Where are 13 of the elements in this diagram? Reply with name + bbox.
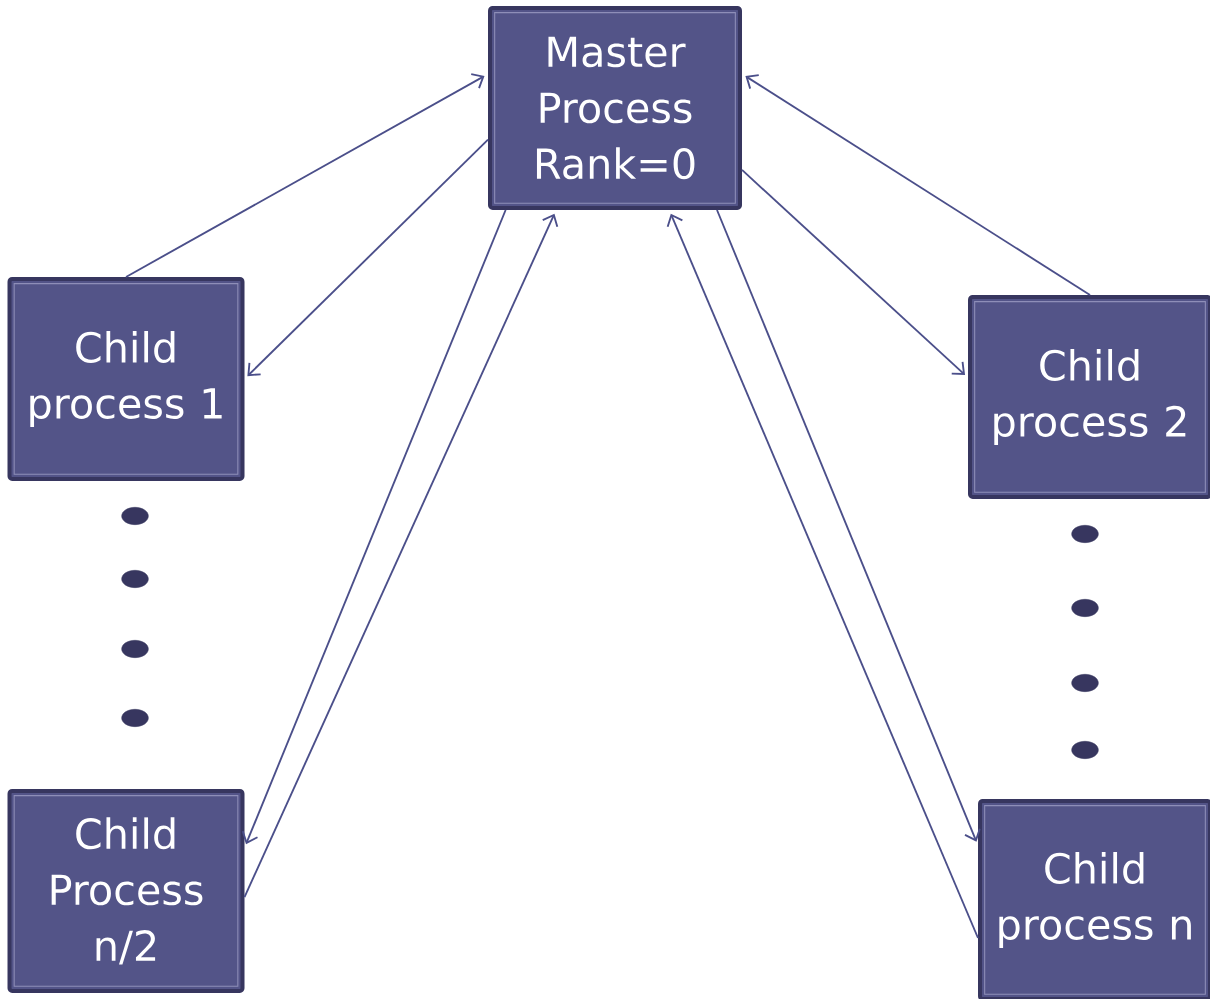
process-box: Child Process n/2 (7, 789, 245, 993)
process-box: Master Process Rank=0 (488, 6, 742, 210)
arrow (666, 213, 979, 939)
arrow (125, 73, 485, 278)
arrow (243, 213, 559, 899)
process-box: Child process n (978, 799, 1210, 999)
arrow (247, 138, 489, 377)
arrow (745, 74, 1091, 296)
arrow (716, 209, 981, 842)
process-box: Child process 2 (968, 295, 1210, 499)
arrow (741, 169, 966, 375)
process-box: Child process 1 (7, 277, 245, 481)
arrow (241, 209, 507, 845)
